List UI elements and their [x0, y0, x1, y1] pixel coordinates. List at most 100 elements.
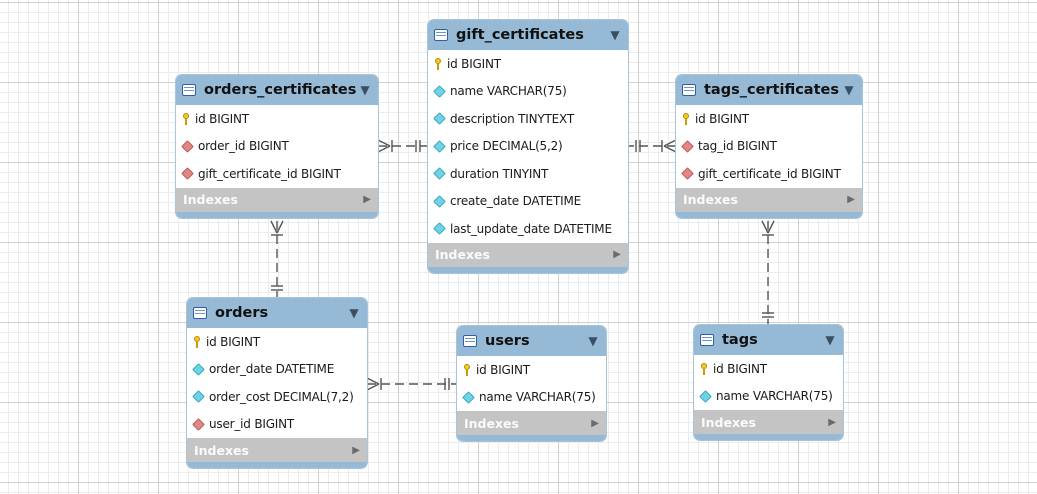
table-title: users: [485, 333, 530, 349]
column-list: id BIGINT name VARCHAR(75): [457, 356, 606, 411]
table-header[interactable]: tags▼: [694, 325, 843, 355]
crows-foot-prong: [270, 220, 278, 234]
key-icon: [700, 362, 708, 375]
indexes-label: Indexes: [701, 414, 756, 430]
column-list: id BIGINT order_id BIGINT gift_certificate…: [176, 105, 378, 188]
indexes-section[interactable]: Indexes ▶: [694, 410, 843, 434]
table-icon: [463, 335, 477, 347]
indexes-section[interactable]: Indexes▶: [457, 411, 606, 435]
column-row[interactable]: order_id BIGINT: [176, 133, 378, 161]
relationship-orders-certificates-to-orders: [270, 220, 284, 298]
table-title: gift_certificates: [456, 27, 584, 43]
column-label: name VARCHAR(75): [479, 390, 596, 405]
table-users[interactable]: users ▼ id BIGINT name VARCHAR(75) Indexes▶: [457, 326, 606, 441]
column-row[interactable]: id BIGINT: [428, 50, 628, 78]
table-icon: [700, 334, 714, 346]
column-label: id BIGINT: [195, 111, 249, 126]
column-label: gift_certificate_id BIGINT: [698, 166, 841, 181]
column-label: price DECIMAL(5,2): [450, 139, 563, 154]
column-list: id BIGINT tag_id BIGINT gift_certificate_i…: [676, 105, 862, 188]
table-gift-certificates[interactable]: gift_certificates ▼ id BIGINT name VARCHAR(…: [428, 20, 628, 273]
column-row[interactable]: tag_id BIGINT: [676, 133, 862, 161]
crows-foot-prong: [377, 145, 391, 153]
attribute-diamond-icon: [433, 167, 446, 181]
column-label: id BIGINT: [713, 361, 767, 376]
column-row[interactable]: order_cost DECIMAL(7,2): [187, 383, 367, 411]
attribute-diamond-icon: [192, 362, 205, 376]
indexes-section[interactable]: Indexes ▶: [176, 187, 378, 212]
indexes-section[interactable]: Indexes▶: [187, 438, 367, 462]
foreign-key-diamond-icon: [181, 139, 194, 153]
table-bottom-bar: [694, 434, 843, 440]
expand-arrow-icon[interactable]: ▶: [352, 444, 360, 456]
table-bottom-bar: [457, 435, 606, 441]
table-icon: [193, 307, 207, 319]
column-label: name VARCHAR(75): [450, 84, 567, 99]
column-label: create_date DATETIME: [450, 194, 581, 209]
crows-foot-prong: [663, 139, 677, 147]
column-row[interactable]: create_date DATETIME: [428, 188, 628, 216]
relationship-orders-certificates-to-gift-certificates: [377, 139, 428, 153]
column-row[interactable]: gift_certificate_id BIGINT: [176, 160, 378, 188]
crows-foot-prong: [377, 139, 391, 147]
indexes-section[interactable]: Indexes▶: [676, 187, 862, 212]
column-label: gift_certificate_id BIGINT: [198, 166, 341, 181]
column-row[interactable]: gift_certificate_id BIGINT: [676, 160, 862, 188]
table-bottom-bar: [428, 266, 628, 273]
collapse-toggle-icon[interactable]: ▼: [349, 306, 359, 320]
attribute-diamond-icon: [192, 390, 205, 404]
foreign-key-diamond-icon: [681, 139, 694, 153]
table-header[interactable]: tags_certificates▼: [676, 75, 862, 105]
column-row[interactable]: id BIGINT: [187, 328, 367, 356]
column-row[interactable]: id BIGINT: [176, 105, 378, 133]
foreign-key-diamond-icon: [181, 167, 194, 181]
indexes-section[interactable]: Indexes▶: [428, 242, 628, 267]
expand-arrow-icon[interactable]: ▶: [591, 417, 599, 429]
expand-arrow-icon[interactable]: ▶: [613, 249, 621, 260]
table-header[interactable]: users ▼: [457, 326, 606, 356]
table-title: orders_certificates: [204, 82, 357, 98]
column-row[interactable]: description TINYTEXT: [428, 105, 628, 133]
column-row[interactable]: name VARCHAR(75): [457, 384, 606, 412]
collapse-toggle-icon[interactable]: ▼: [610, 28, 620, 42]
table-tags[interactable]: tags▼ id BIGINT name VARCHAR(75) Indexes ▶: [694, 325, 843, 440]
column-row[interactable]: id BIGINT: [676, 105, 862, 133]
table-header[interactable]: orders_certificates▼: [176, 75, 378, 105]
column-label: name VARCHAR(75): [716, 389, 833, 404]
table-header[interactable]: orders▼: [187, 298, 367, 328]
expand-arrow-icon[interactable]: ▶: [363, 194, 371, 205]
column-row[interactable]: id BIGINT: [457, 356, 606, 384]
collapse-toggle-icon[interactable]: ▼: [844, 83, 854, 97]
foreign-key-diamond-icon: [192, 417, 205, 431]
table-icon: [434, 29, 448, 41]
crows-foot-prong: [761, 220, 769, 234]
column-label: duration TINYINT: [450, 166, 549, 181]
table-icon: [682, 84, 696, 96]
collapse-toggle-icon[interactable]: ▼: [588, 334, 598, 348]
column-label: user_id BIGINT: [209, 417, 295, 432]
column-row[interactable]: user_id BIGINT: [187, 411, 367, 439]
column-row[interactable]: name VARCHAR(75): [694, 383, 843, 411]
relationship-orders-to-users: [366, 377, 457, 391]
column-label: id BIGINT: [476, 362, 530, 377]
column-label: tag_id BIGINT: [698, 139, 777, 154]
expand-arrow-icon[interactable]: ▶: [847, 194, 855, 205]
column-row[interactable]: name VARCHAR(75): [428, 78, 628, 106]
column-row[interactable]: duration TINYINT: [428, 160, 628, 188]
expand-arrow-icon[interactable]: ▶: [828, 416, 836, 428]
table-header[interactable]: gift_certificates ▼: [428, 20, 628, 50]
indexes-label: Indexes: [183, 192, 238, 207]
collapse-toggle-icon[interactable]: ▼: [360, 83, 370, 97]
column-row[interactable]: last_update_date DATETIME: [428, 215, 628, 243]
table-tags-certificates[interactable]: tags_certificates▼id BIGINT tag_id BIGINT…: [676, 75, 862, 218]
crows-foot-prong: [276, 220, 284, 234]
key-icon: [463, 363, 471, 376]
column-row[interactable]: price DECIMAL(5,2): [428, 133, 628, 161]
column-row[interactable]: id BIGINT: [694, 355, 843, 383]
column-row[interactable]: order_date DATETIME: [187, 356, 367, 384]
collapse-toggle-icon[interactable]: ▼: [825, 333, 835, 347]
